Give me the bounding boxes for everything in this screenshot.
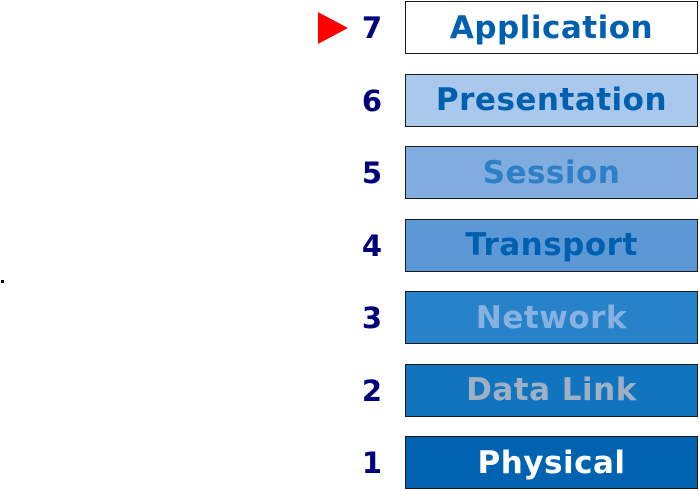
layer-box-session[interactable]: Session xyxy=(405,146,698,199)
layer-number: 7 xyxy=(361,11,383,45)
layer-number: 2 xyxy=(361,373,383,408)
layer-label: Transport xyxy=(465,227,638,263)
layer-row-4[interactable]: 4 Transport xyxy=(300,218,700,274)
layer-label: Data Link xyxy=(466,372,637,408)
layer-row-7[interactable]: 7 Application xyxy=(300,0,700,56)
layer-label: Presentation xyxy=(435,82,668,118)
layer-number: 5 xyxy=(361,156,383,190)
layer-row-1[interactable]: 1 Physical xyxy=(300,435,700,491)
layer-number: 4 xyxy=(361,228,383,263)
layer-label: Session xyxy=(482,154,621,191)
layer-number: 1 xyxy=(361,446,383,480)
layer-row-3[interactable]: 3 Network xyxy=(300,290,700,346)
layer-row-6[interactable]: 6 Presentation xyxy=(300,73,700,129)
layer-label: Network xyxy=(475,299,628,336)
layer-number: 6 xyxy=(361,83,383,118)
triangle-right-icon xyxy=(318,12,348,44)
layer-box-data-link[interactable]: Data Link xyxy=(405,363,698,417)
layer-label: Application xyxy=(449,9,654,46)
layer-box-physical[interactable]: Physical xyxy=(405,436,698,489)
layer-number: 3 xyxy=(361,301,383,335)
layer-box-network[interactable]: Network xyxy=(405,291,698,344)
layer-row-2[interactable]: 2 Data Link xyxy=(300,363,700,419)
stray-dot xyxy=(1,280,4,283)
layer-row-5[interactable]: 5 Session xyxy=(300,145,700,201)
layer-box-transport[interactable]: Transport xyxy=(405,218,698,272)
layer-box-application[interactable]: Application xyxy=(405,1,698,54)
layer-box-presentation[interactable]: Presentation xyxy=(405,73,698,127)
layer-label: Physical xyxy=(477,444,626,481)
